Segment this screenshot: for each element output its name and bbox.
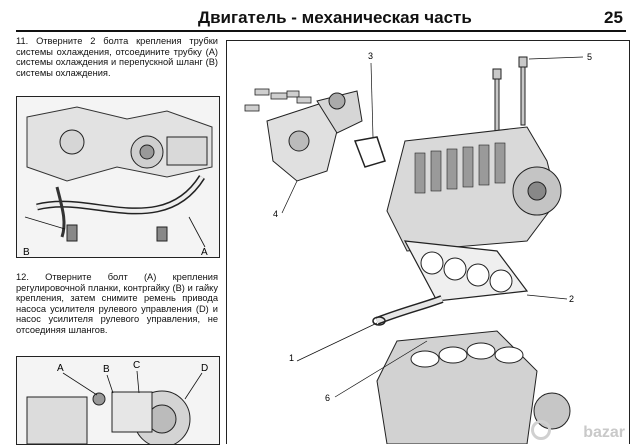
left-column: 11. Отверните 2 болта крепления трубки с… xyxy=(16,36,218,78)
watermark-logo-icon xyxy=(531,420,551,440)
page-title: Двигатель - механическая часть xyxy=(198,8,472,27)
figure2-label-a: A xyxy=(57,363,64,374)
watermark-text: bazar xyxy=(583,424,625,441)
figure-cylinder-head-exploded: 1 2 3 4 5 6 bazar xyxy=(226,40,630,444)
step-12-text: 12. Отверните болт (A) крепления регулир… xyxy=(16,272,218,335)
exploded-view-drawing: 1 2 3 4 5 6 xyxy=(244,51,592,444)
page-number: 25 xyxy=(604,8,623,27)
callout-2: 2 xyxy=(569,294,574,304)
cooling-pipe-drawing: B A xyxy=(17,97,219,257)
callout-6: 6 xyxy=(325,393,330,403)
figure2-label-d: D xyxy=(201,363,208,374)
callout-1: 1 xyxy=(289,353,294,363)
figure-steering-pump: A B C D xyxy=(16,356,220,445)
callout-3: 3 xyxy=(368,51,373,61)
header-rule xyxy=(16,30,626,32)
step-11-text: 11. Отверните 2 болта крепления трубки с… xyxy=(16,36,218,78)
figure-cooling-pipe: B A xyxy=(16,96,220,258)
page-header: Двигатель - механическая часть 25 xyxy=(0,0,640,30)
figure2-label-b: B xyxy=(103,364,110,375)
figure2-label-c: C xyxy=(133,360,140,371)
left-column-2: 12. Отверните болт (A) крепления регулир… xyxy=(16,272,218,336)
figure1-label-b: B xyxy=(23,247,30,257)
callout-5: 5 xyxy=(587,52,592,62)
callout-4: 4 xyxy=(273,209,278,219)
steering-pump-drawing: A B C D xyxy=(17,357,219,444)
figure1-label-a: A xyxy=(201,247,208,257)
